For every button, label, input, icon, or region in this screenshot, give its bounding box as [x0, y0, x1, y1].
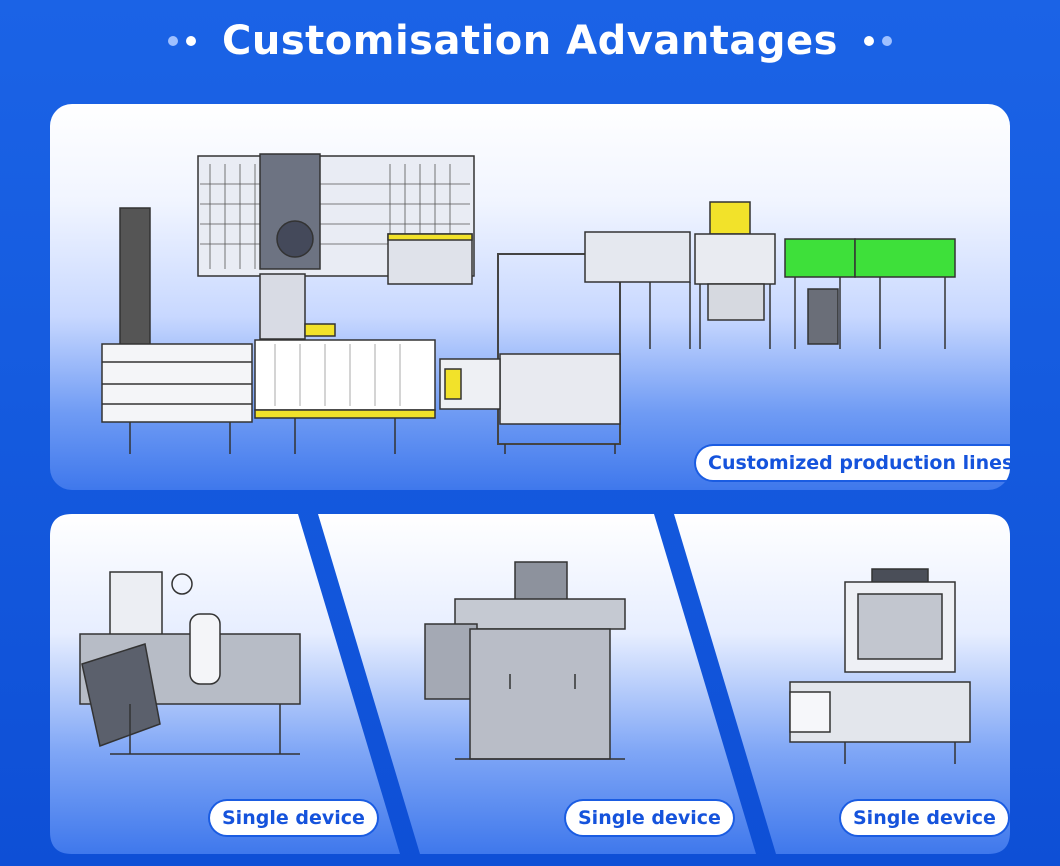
page-title: Customisation Advantages — [222, 18, 838, 64]
single-devices-section: Single device Single device Single devic… — [50, 514, 1010, 854]
device-2-illustration — [424, 561, 626, 760]
left-decoration-dots — [168, 36, 197, 46]
device-1-illustration — [79, 571, 301, 755]
device-3-label: Single device — [841, 801, 1008, 835]
single-devices-illustration — [50, 514, 1010, 854]
production-line-illustration — [101, 153, 956, 454]
page-header: Customisation Advantages — [0, 0, 1060, 82]
production-lines-label: Customized production lines — [696, 446, 1010, 480]
device-2-label: Single device — [566, 801, 733, 835]
right-decoration-dots — [863, 36, 892, 46]
production-line-panel: Customized production lines — [50, 104, 1010, 490]
device-1-label: Single device — [210, 801, 377, 835]
device-3-illustration — [789, 568, 971, 764]
